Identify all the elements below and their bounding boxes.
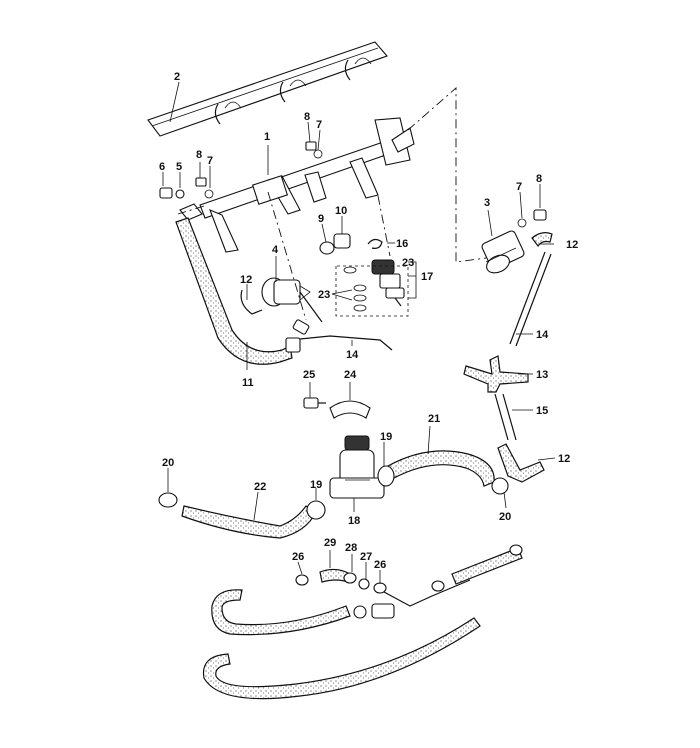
part-label-29: 29 bbox=[324, 537, 336, 549]
part-label-15: 15 bbox=[536, 405, 548, 417]
part-label-7c: 7 bbox=[516, 181, 522, 193]
part-label-1: 1 bbox=[264, 131, 270, 143]
part-label-19b: 19 bbox=[310, 479, 322, 491]
part-label-26b: 26 bbox=[374, 559, 386, 571]
part-label-22: 22 bbox=[254, 481, 266, 493]
part-label-7b: 7 bbox=[316, 119, 322, 131]
part-label-7a: 7 bbox=[207, 155, 213, 167]
fuel-distribution-pipe bbox=[179, 117, 415, 253]
fuel-hose-left bbox=[175, 217, 393, 365]
part-label-14b: 14 bbox=[536, 329, 549, 341]
part-label-16: 16 bbox=[396, 238, 408, 250]
fuel-rail-cover bbox=[147, 41, 388, 137]
part-label-8a: 8 bbox=[196, 149, 202, 161]
pressure-damper bbox=[481, 230, 525, 274]
short-hose-left bbox=[240, 289, 263, 315]
part-label-12c: 12 bbox=[558, 453, 570, 465]
part-label-24: 24 bbox=[344, 369, 357, 381]
part-label-13: 13 bbox=[536, 369, 548, 381]
seal-parts bbox=[319, 233, 383, 255]
air-hose-22 bbox=[158, 492, 326, 539]
part-label-12a: 12 bbox=[240, 274, 252, 286]
clamp-bracket bbox=[303, 397, 371, 419]
part-label-23b: 23 bbox=[318, 289, 330, 301]
right-fuel-lines bbox=[463, 232, 553, 483]
part-label-20a: 20 bbox=[162, 457, 174, 469]
part-label-20b: 20 bbox=[499, 511, 511, 523]
rail-fittings bbox=[159, 141, 547, 228]
auxiliary-air-valve bbox=[329, 435, 385, 499]
pressure-regulator bbox=[261, 277, 323, 323]
air-hose-21 bbox=[377, 450, 509, 495]
part-label-10: 10 bbox=[335, 205, 347, 217]
part-label-12b: 12 bbox=[566, 239, 578, 251]
lower-hose-assembly bbox=[202, 544, 523, 700]
part-label-17: 17 bbox=[421, 271, 433, 283]
part-label-14a: 14 bbox=[346, 349, 359, 361]
part-label-25: 25 bbox=[303, 369, 315, 381]
part-number-labels: 1 2 3 4 5 6 7 7 7 8 8 8 9 10 11 12 12 12… bbox=[159, 71, 578, 571]
part-label-9: 9 bbox=[318, 213, 324, 225]
part-label-28: 28 bbox=[345, 542, 357, 554]
part-label-18: 18 bbox=[348, 515, 360, 527]
part-label-8b: 8 bbox=[304, 111, 310, 123]
part-label-21: 21 bbox=[428, 413, 440, 425]
part-label-8c: 8 bbox=[536, 173, 542, 185]
part-label-11: 11 bbox=[242, 377, 254, 389]
part-label-2: 2 bbox=[174, 71, 180, 83]
part-label-5: 5 bbox=[176, 161, 182, 173]
part-label-4: 4 bbox=[272, 244, 279, 256]
part-label-26a: 26 bbox=[292, 551, 304, 563]
part-label-19a: 19 bbox=[380, 431, 392, 443]
part-label-6: 6 bbox=[159, 161, 165, 173]
leader-lines bbox=[162, 81, 556, 584]
part-label-23a: 23 bbox=[402, 257, 414, 269]
part-label-27: 27 bbox=[360, 551, 372, 563]
fuel-injector-assembly bbox=[335, 259, 409, 317]
part-label-3: 3 bbox=[484, 197, 490, 209]
